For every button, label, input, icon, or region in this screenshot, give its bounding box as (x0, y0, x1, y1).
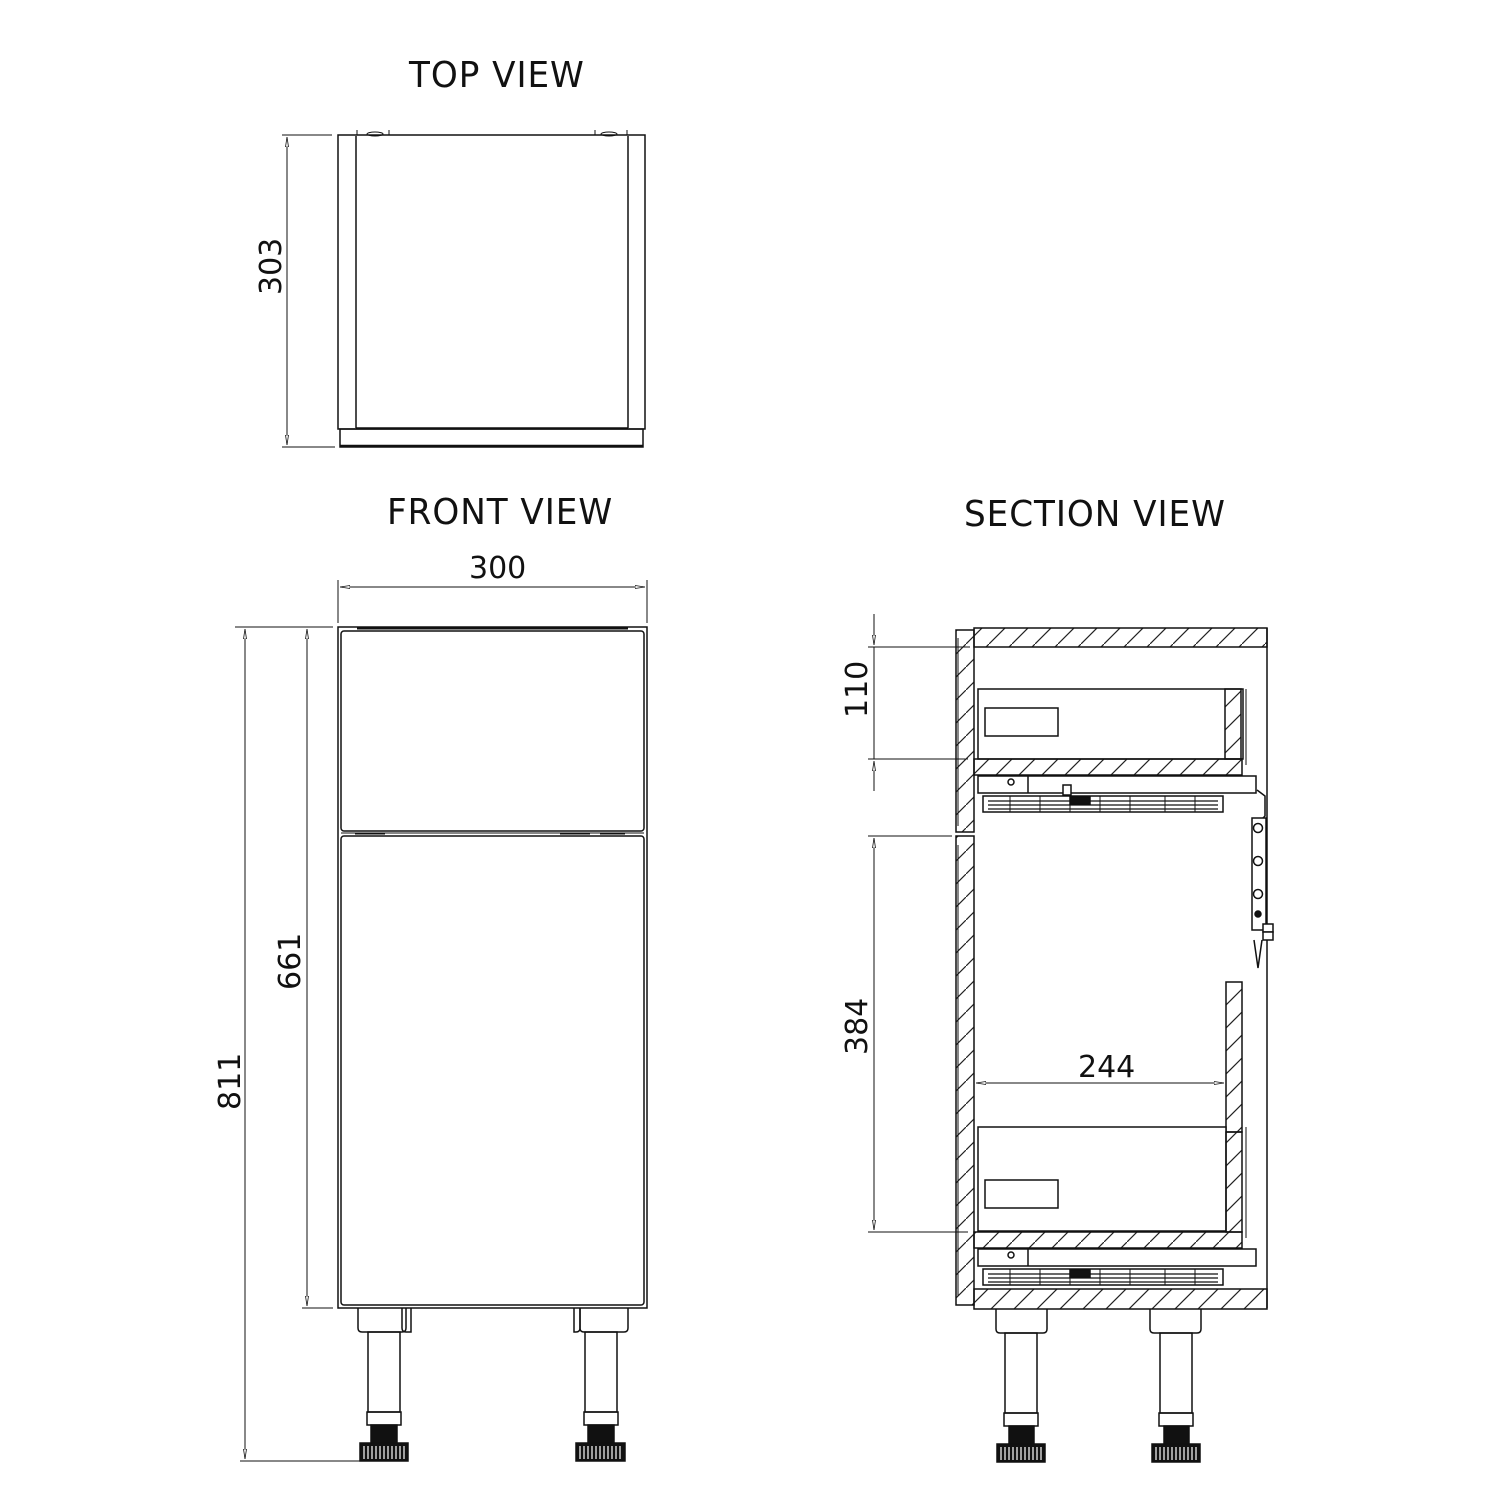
section-left-leg (995, 1309, 1048, 1463)
section-view-drawing (955, 627, 1274, 1310)
section-dimensions (868, 614, 1224, 1233)
front-view-drawing (235, 580, 648, 1462)
front-view-title: FRONT VIEW (387, 492, 614, 533)
section-internal-width-dimension-label: 244 (1078, 1050, 1136, 1085)
section-view-title: SECTION VIEW (964, 494, 1226, 535)
top-view-drawing (282, 130, 646, 448)
front-width-dimension-label: 300 (469, 551, 527, 586)
front-left-leg (357, 1308, 412, 1462)
top-view-title: TOP VIEW (409, 55, 585, 96)
front-right-leg (573, 1308, 629, 1462)
section-right-leg (1149, 1309, 1202, 1463)
